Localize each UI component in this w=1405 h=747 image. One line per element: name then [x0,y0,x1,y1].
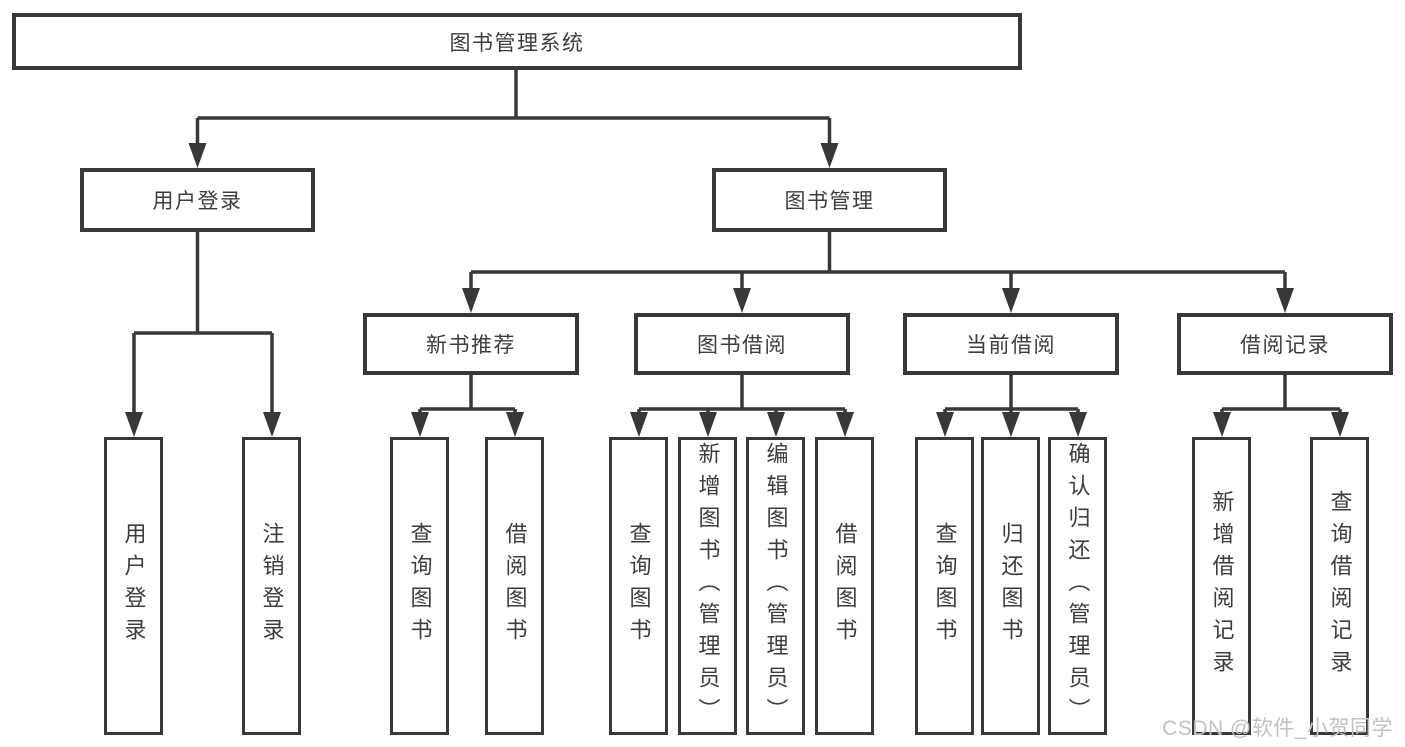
connector-newbook-to-leaves [418,375,517,413]
connector-userlogin-to-leaves [132,232,274,413]
leaf-add-borrow-record: 新增借阅记录 [1192,437,1251,735]
leaf-borrow-books-borrow: 借阅图书 [815,437,874,735]
leaf-edit-book-admin-label: 编辑图书（管理员） [763,442,789,730]
leaf-borrow-books-recommend: 借阅图书 [485,437,544,735]
arrowhead-icon [630,412,648,437]
arrowhead-icon [411,412,429,437]
node-root: 图书管理系统 [12,13,1022,70]
leaf-user-login: 用户登录 [104,437,163,735]
arrowhead-icon [462,288,480,313]
leaf-query-books-recommend: 查询图书 [390,437,449,735]
leaf-query-borrow-record: 查询借阅记录 [1310,437,1369,735]
leaf-query-books-current-label: 查询图书 [932,522,958,650]
leaf-user-login-label: 用户登录 [121,522,147,650]
arrowhead-icon [125,412,143,437]
arrowhead-icon [1002,288,1020,313]
node-borrowing-records-label: 借阅记录 [1240,334,1330,357]
arrowhead-icon [1069,412,1087,437]
arrowhead-icon [836,412,854,437]
arrowhead-icon [506,412,524,437]
arrowhead-icon [936,412,954,437]
arrowhead-icon [188,143,207,168]
node-current-borrowing-label: 当前借阅 [966,334,1056,357]
node-borrowing-records: 借阅记录 [1177,313,1393,375]
leaf-query-books-recommend-label: 查询图书 [407,522,433,650]
node-book-borrowing: 图书借阅 [634,313,850,375]
leaf-add-book-admin: 新增图书（管理员） [678,437,737,735]
csdn-watermark: CSDN @软件_小贺同学 [1162,717,1393,740]
node-new-book-recommend-label: 新书推荐 [426,334,516,357]
leaf-query-books-borrow: 查询图书 [609,437,668,735]
arrowhead-icon [263,412,281,437]
connector-root-to-level2 [195,70,832,144]
arrowhead-icon [1213,412,1231,437]
connector-current-to-leaves [943,375,1080,413]
node-book-management-label: 图书管理 [784,190,875,213]
leaf-edit-book-admin: 编辑图书（管理员） [746,437,805,735]
leaf-return-book: 归还图书 [981,437,1040,735]
leaf-query-books-current: 查询图书 [915,437,974,735]
leaf-confirm-return-admin: 确认归还（管理员） [1048,437,1107,735]
arrowhead-icon [733,288,751,313]
connector-bookmgmt-to-level3 [469,232,1287,289]
node-user-login: 用户登录 [80,168,315,232]
leaf-logout: 注销登录 [242,437,301,735]
arrowhead-icon [767,412,785,437]
connector-records-to-leaves [1220,375,1342,413]
node-new-book-recommend: 新书推荐 [363,313,579,375]
leaf-query-books-borrow-label: 查询图书 [626,522,652,650]
node-current-borrowing: 当前借阅 [903,313,1119,375]
arrowhead-icon [1331,412,1349,437]
leaf-confirm-return-admin-label: 确认归还（管理员） [1065,442,1091,730]
leaf-add-book-admin-label: 新增图书（管理员） [695,442,721,730]
node-book-management: 图书管理 [712,168,947,232]
arrowhead-icon [1276,288,1294,313]
connector-borrow-to-leaves [637,375,847,413]
node-root-label: 图书管理系统 [449,31,585,55]
leaf-query-borrow-record-label: 查询借阅记录 [1327,490,1353,682]
node-user-login-label: 用户登录 [152,190,243,213]
leaf-add-borrow-record-label: 新增借阅记录 [1209,490,1235,682]
leaf-borrow-books-borrow-label: 借阅图书 [832,522,858,650]
node-book-borrowing-label: 图书借阅 [697,334,787,357]
arrowhead-icon [699,412,717,437]
arrowhead-icon [820,143,839,168]
arrowhead-icon [1002,412,1020,437]
leaf-return-book-label: 归还图书 [998,522,1024,650]
leaf-borrow-books-recommend-label: 借阅图书 [502,522,528,650]
leaf-logout-label: 注销登录 [259,522,285,650]
